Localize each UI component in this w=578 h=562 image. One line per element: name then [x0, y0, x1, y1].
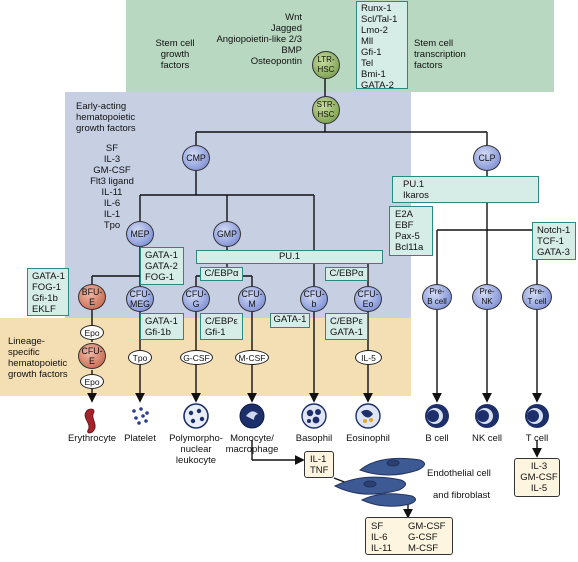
basophil-label: Basophil: [295, 433, 333, 444]
str-hsc-cell: STR- HSC: [312, 96, 340, 124]
erythrocyte-label: Erythrocyte: [67, 433, 117, 444]
fibroblast-label: and fibroblast: [433, 490, 491, 501]
endothelial-cell-label: Endothelial cell: [427, 468, 491, 479]
pre-nk-cell: Pre- NK: [472, 284, 502, 310]
stem-cell-transcription-factors-label: Stem cell transcription factors: [414, 38, 466, 71]
erythroid-tf-box: GATA-1 FOG-1 Gfi-1b EKLF: [27, 268, 69, 316]
clp-cell: CLP: [473, 145, 501, 171]
early-acting-factors-label: Early-acting hematopoietic growth factor…: [76, 101, 136, 134]
b-cell-tf-box: E2A EBF Pax-5 Bcl11a: [389, 206, 433, 256]
cmp-cell: CMP: [182, 145, 210, 171]
monocyte-label: Monocyte/ macrophage: [225, 433, 279, 455]
stem-cell-tf-box: Runx-1 Scl/Tal-1 Lmo-2 Mll Gfi-1 Tel Bmi…: [356, 1, 408, 91]
m-csf-oval: M-CSF: [235, 350, 269, 365]
basophil-tf-box: GATA-1: [270, 313, 310, 328]
basophil-icon: [301, 403, 327, 429]
epo-oval-1: Epo: [80, 325, 104, 340]
cfu-eo-cell: CFU- Eo: [354, 286, 382, 312]
lineage-specific-label: Lineage- specific hematopoietic growth f…: [8, 336, 68, 380]
eosinophil-tf-box: C/EBPε GATA-1: [325, 313, 368, 340]
g-csf-oval: G-CSF: [180, 350, 213, 365]
g-tf-box: C/EBPε Gfi-1: [200, 313, 243, 340]
t-cell-icon: [525, 404, 549, 428]
epo-oval-2: Epo: [80, 374, 104, 389]
il1-tnf-box: IL-1 TNF: [304, 451, 334, 478]
cfu-g-cell: CFU- G: [182, 286, 210, 312]
nk-cell-icon: [475, 404, 499, 428]
stem-cell-region: [126, 0, 554, 92]
stromal-cytokine-box: SF IL-6 IL-11 GM-CSF G-CSF M-CSF: [365, 517, 453, 555]
pre-t-cell: Pre- T cell: [522, 284, 552, 310]
meg-tf-box-2: GATA-1 Gfi-1b: [140, 313, 184, 340]
cebpa-box-2: C/EBPα: [325, 267, 368, 281]
cfu-meg-cell: CFU- MEG: [126, 286, 154, 312]
eosinophil-label: Eosinophil: [346, 433, 390, 444]
b-cell-icon: [425, 404, 449, 428]
stem-cell-growth-factors-list: Wnt Jagged Angiopoietin-like 2/3 BMP Ost…: [216, 12, 302, 67]
il5-oval: IL-5: [355, 350, 382, 365]
pre-b-cell: Pre- B cell: [422, 284, 452, 310]
eosinophil-icon: [355, 403, 381, 429]
ltr-hsc-cell: LTR- HSC: [312, 51, 340, 79]
t-cell-label: T cell: [525, 433, 549, 444]
lymphoid-tf-box: PU.1 Ikaros: [392, 176, 539, 203]
erythrocyte-icon: [84, 408, 96, 434]
t-cell-cytokine-box: IL-3 GM-CSF IL-5: [514, 458, 560, 497]
b-cell-label: B cell: [425, 433, 449, 444]
t-cell-tf-box: Notch-1 TCF-1 GATA-3: [532, 222, 576, 260]
endothelial-cell-icon: [333, 457, 425, 507]
cfu-b-cell: CFU- b: [300, 286, 328, 312]
platelet-icon: [132, 407, 149, 425]
gmp-cell: GMP: [213, 221, 241, 247]
stem-cell-growth-factors-label: Stem cell growth factors: [155, 38, 195, 71]
pmn-label: Polymorpho- nuclear leukocyte: [169, 433, 223, 466]
bfu-e-cell: BFU- E: [78, 284, 106, 310]
platelet-label: Platelet: [124, 433, 156, 444]
stromal-cytokines-col1: SF IL-6 IL-11: [371, 521, 392, 554]
cfu-e-cell: CFU- E: [78, 343, 106, 369]
cebpa-box-1: C/EBPα: [200, 267, 243, 281]
monocyte-icon: [239, 403, 265, 429]
tpo-oval: Tpo: [128, 350, 152, 365]
neutrophil-icon: [183, 403, 209, 429]
pu1-myeloid-box: PU.1: [196, 250, 383, 264]
stromal-cytokines-col2: GM-CSF G-CSF M-CSF: [408, 521, 446, 554]
early-acting-factors-list: SF IL-3 GM-CSF Flt3 ligand IL-11 IL-6 IL…: [90, 143, 134, 231]
meg-tf-box-1: GATA-1 GATA-2 FOG-1: [140, 247, 184, 285]
cfu-m-cell: CFU- M: [238, 286, 266, 312]
nk-cell-label: NK cell: [471, 433, 503, 444]
mep-cell: MEP: [126, 221, 154, 247]
